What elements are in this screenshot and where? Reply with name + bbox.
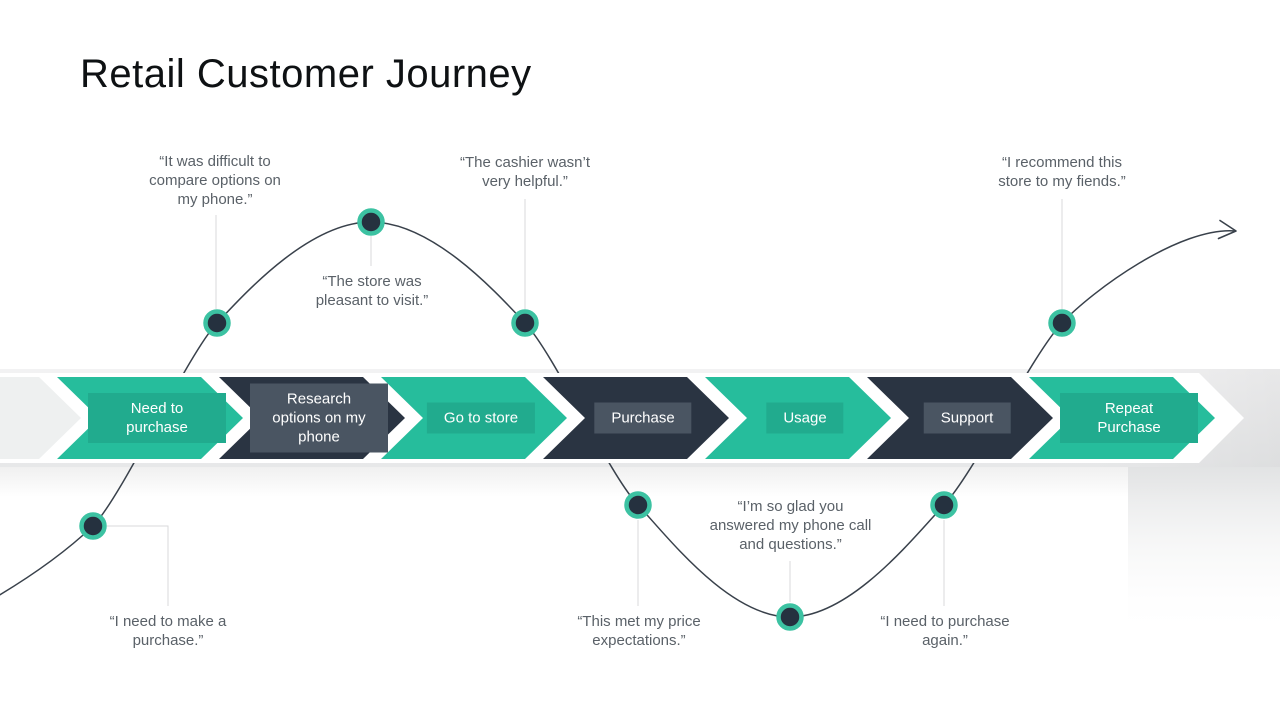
quote-compare-options: “It was difficult to compare options on … (149, 153, 281, 208)
connector-line (107, 525, 169, 606)
touchpoint-dot (624, 491, 652, 519)
curve-arrow-icon (1217, 219, 1237, 240)
touchpoint-dot (930, 491, 958, 519)
quote-need-purchase: “I need to make a purchase.” (109, 613, 227, 649)
right-fade-shadow (1128, 467, 1280, 637)
touchpoint-dot (511, 309, 539, 337)
stage-label-purchase: Purchase (594, 402, 692, 434)
touchpoint-dot (203, 309, 231, 337)
page-title: Retail Customer Journey (80, 52, 532, 96)
stage-label-research-options: Research options on my phone (250, 383, 388, 453)
quote-cashier: “The cashier wasn’t very helpful.” (459, 154, 591, 190)
touchpoint-dot (1048, 309, 1076, 337)
touchpoint-dot (79, 512, 107, 540)
quote-recommend: “I recommend this store to my fiends.” (998, 154, 1126, 190)
touchpoint-dot (776, 603, 804, 631)
quote-phone-call: “I’m so glad you answered my phone call … (709, 498, 872, 553)
quote-store-pleasant: “The store was pleasant to visit.” (315, 273, 429, 309)
stage-label-support: Support (923, 402, 1011, 434)
stage-label-need-to-purchase: Need to purchase (88, 393, 226, 443)
stage-label-go-to-store: Go to store (426, 402, 536, 434)
stage-label-repeat-purchase: Repeat Purchase (1060, 393, 1198, 443)
touchpoint-dot (357, 208, 385, 236)
lead-in-chevron (0, 377, 81, 459)
quote-price: “This met my price expectations.” (577, 613, 701, 649)
stage-label-usage: Usage (766, 402, 844, 434)
quote-purchase-again: “I need to purchase again.” (880, 613, 1010, 649)
